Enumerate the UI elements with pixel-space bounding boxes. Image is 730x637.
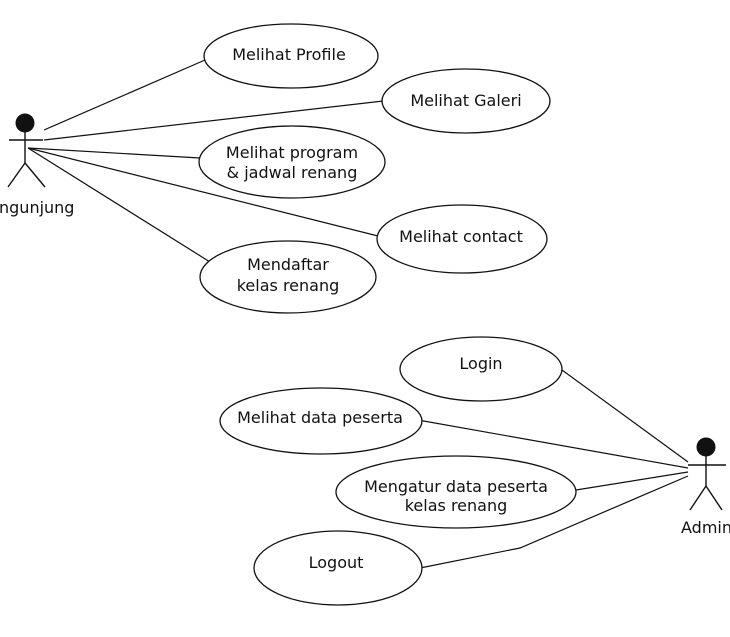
use-case-login-ellipse — [399, 336, 563, 402]
use-case-mengatur-data-peserta-ellipse — [335, 455, 577, 529]
use-case-melihat-galeri: Melihat Galeri — [381, 68, 551, 134]
use-case-mendaftar-line-2: kelas renang — [237, 276, 340, 295]
actor-pengunjung-label: ngunjung — [0, 198, 74, 217]
actor-admin-left-leg — [689, 485, 707, 511]
use-case-mengatur-data-peserta-line-2: kelas renang — [405, 496, 508, 515]
actor-admin-right-leg — [705, 485, 723, 511]
assoc-pengunjung-melihat-program — [27, 147, 201, 159]
admin-associations — [417, 369, 689, 569]
use-case-melihat-contact: Melihat contact — [376, 204, 548, 274]
actor-pengunjung-left-leg — [7, 162, 26, 188]
actor-admin-label: Admin — [681, 518, 730, 537]
use-case-melihat-contact-line-1: Melihat contact — [399, 227, 523, 246]
assoc-admin-melihat-data-peserta — [417, 419, 689, 469]
use-case-mendaftar-ellipse — [199, 240, 377, 314]
assoc-admin-mengatur-data-peserta — [575, 471, 689, 491]
use-case-mendaftar-line-1: Mendaftar — [247, 255, 329, 274]
use-case-melihat-program-line-2: & jadwal renang — [227, 163, 358, 182]
use-case-mengatur-data-peserta: Mengatur data peserta kelas renang — [335, 455, 577, 529]
use-case-melihat-program-ellipse — [198, 125, 386, 199]
use-case-melihat-galeri-line-1: Melihat Galeri — [410, 91, 521, 110]
assoc-pengunjung-mendaftar — [27, 147, 211, 263]
use-case-logout: Logout — [253, 530, 423, 606]
assoc-pengunjung-melihat-profile — [43, 59, 206, 131]
assoc-pengunjung-melihat-contact — [27, 147, 379, 237]
use-case-melihat-galeri-ellipse — [381, 68, 551, 134]
assoc-admin-login — [561, 369, 689, 463]
pengunjung-associations — [27, 59, 384, 263]
actor-admin-head — [696, 437, 716, 457]
assoc-pengunjung-melihat-galeri — [43, 100, 384, 141]
use-case-melihat-program: Melihat program & jadwal renang — [198, 125, 386, 199]
use-case-melihat-program-line-1: Melihat program — [226, 143, 358, 162]
use-case-logout-ellipse — [253, 530, 423, 606]
use-case-login: Login — [399, 336, 563, 402]
actor-pengunjung: ngunjung — [0, 113, 74, 217]
use-case-melihat-profile-line-1: Melihat Profile — [232, 45, 346, 64]
use-case-melihat-profile: Melihat Profile — [203, 23, 379, 89]
use-case-melihat-data-peserta-line-1: Melihat data peserta — [237, 408, 403, 427]
assoc-admin-logout — [419, 475, 689, 569]
actor-pengunjung-right-leg — [24, 162, 46, 188]
use-case-melihat-profile-ellipse — [203, 23, 379, 89]
use-case-melihat-data-peserta-ellipse — [219, 387, 423, 455]
use-case-logout-line-1: Logout — [309, 553, 364, 572]
actor-pengunjung-head — [15, 113, 35, 133]
use-case-mengatur-data-peserta-line-1: Mengatur data peserta — [364, 477, 548, 496]
actor-admin: Admin — [681, 437, 730, 537]
use-case-melihat-data-peserta: Melihat data peserta — [219, 387, 423, 455]
use-case-login-line-1: Login — [459, 354, 502, 373]
use-case-melihat-contact-ellipse — [376, 204, 548, 274]
use-case-mendaftar: Mendaftar kelas renang — [199, 240, 377, 314]
